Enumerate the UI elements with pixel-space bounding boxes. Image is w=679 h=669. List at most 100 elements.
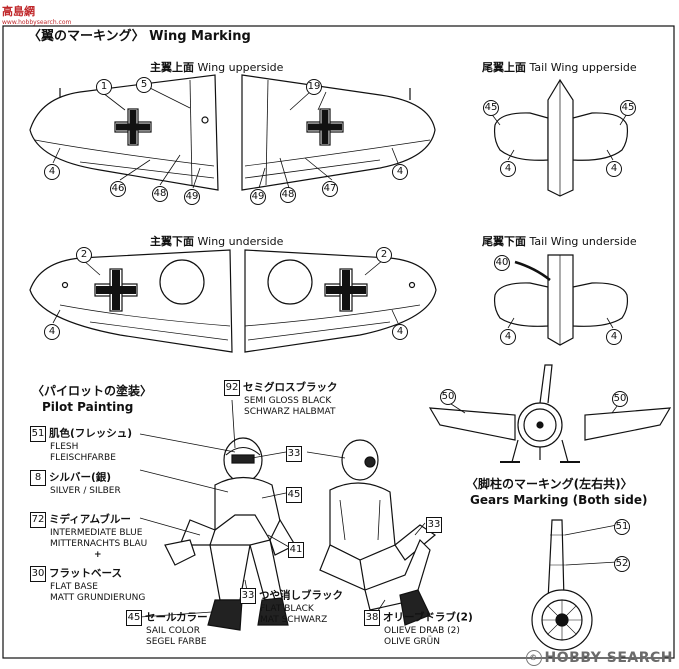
callout-number: 19 [306,78,322,95]
callout-number: 4 [392,163,408,180]
callout-number: 47 [322,180,338,197]
callout-number: 2 [376,246,392,263]
callout-33-b: 33 [426,516,445,533]
callout-19: 19 [306,78,325,95]
callout-number: 51 [614,518,630,535]
callout-45-c: 45 [286,486,305,503]
callout-number: 33 [426,516,442,533]
callout-46: 46 [110,180,129,197]
callout-4-a: 4 [44,163,63,180]
callout-4-g: 4 [500,328,519,345]
callout-4-e: 4 [44,323,63,340]
callout-50-a: 50 [440,388,459,405]
callout-48-b: 48 [280,186,299,203]
callout-45-a: 45 [483,99,502,116]
callout-number: 38 [364,610,380,626]
tail-upperside-label: 尾翼上面 Tail Wing upperside [482,61,637,74]
left-wing-upper [29,74,219,191]
callout-4-c: 4 [500,160,519,177]
callout-number: 30 [30,566,46,582]
callout-number: 45 [620,99,636,116]
tail-upper [493,78,629,197]
callout-50-b: 50 [612,390,631,407]
callout-2-b: 2 [376,246,395,263]
callout-number: 33 [240,588,256,604]
callout-47: 47 [322,180,341,197]
callout-number: 50 [612,390,628,407]
callout-41: 41 [288,541,307,558]
callout-52-gear: 52 [614,555,633,572]
callout-49-b: 49 [250,188,269,205]
callout-number: 49 [184,188,200,205]
callout-45-b: 45 [620,99,639,116]
callout-33-a: 33 [286,445,305,462]
callout-number: 4 [392,323,408,340]
site-logo: 高島網 www.hobbysearch.com [2,5,72,26]
callout-40: 40 [494,254,513,271]
callout-number: 48 [280,186,296,203]
callout-number: 51 [30,426,46,442]
callout-number: 45 [126,610,142,626]
callout-51-gear: 51 [614,518,633,535]
callout-4-d: 4 [606,160,625,177]
wing-marking-title: 〈翼のマーキング〉 Wing Marking [28,29,251,44]
callout-4-h: 4 [606,328,625,345]
pilot-painting-title: 〈パイロットの塗装〉Pilot Painting [32,384,153,414]
aircraft-front-view [428,364,672,463]
callout-number: 48 [152,185,168,202]
callout-number: 72 [30,512,46,528]
right-wing-upper [241,74,436,191]
balkenkreuz-decal [114,108,152,146]
left-wing-under [29,249,233,353]
tail-underside-label: 尾翼下面 Tail Wing underside [482,235,637,248]
callout-number: 40 [494,254,510,271]
callout-number: 41 [288,541,304,558]
callout-49-a: 49 [184,188,203,205]
callout-1: 1 [96,78,115,95]
callout-number: 5 [136,76,152,93]
callout-number: 45 [286,486,302,503]
callout-number: 33 [286,445,302,462]
callout-number: 50 [440,388,456,405]
landing-gear [531,519,593,651]
wing-underside-label: 主翼下面 Wing underside [150,235,284,248]
hobby-search-watermark: ©HOBBY SEARCH [525,650,673,666]
callout-number: 92 [224,380,240,396]
pilot-figure-front [164,437,296,631]
callout-number: 4 [44,163,60,180]
pilot-figure-seated [319,439,437,626]
callout-5: 5 [136,76,155,93]
page-frame [2,25,675,659]
gears-marking-title: 〈脚柱のマーキング(左右共)〉Gears Marking (Both side) [466,477,648,507]
callout-number: 49 [250,188,266,205]
wing-upperside-label: 主翼上面 Wing upperside [150,61,284,74]
callout-number: 45 [483,99,499,116]
callout-number: 52 [614,555,630,572]
tail-under [493,254,629,346]
leader-lines [52,87,629,621]
callout-number: 4 [500,160,516,177]
callout-4-b: 4 [392,163,411,180]
right-wing-under [244,249,437,353]
callout-number: 2 [76,246,92,263]
callout-number: 8 [30,470,46,486]
callout-48-a: 48 [152,185,171,202]
callout-number: 1 [96,78,112,95]
callout-number: 46 [110,180,126,197]
callout-number: 4 [500,328,516,345]
callout-number: 4 [606,160,622,177]
callout-number: 4 [44,323,60,340]
callout-number: 4 [606,328,622,345]
callout-2-a: 2 [76,246,95,263]
callout-4-f: 4 [392,323,411,340]
